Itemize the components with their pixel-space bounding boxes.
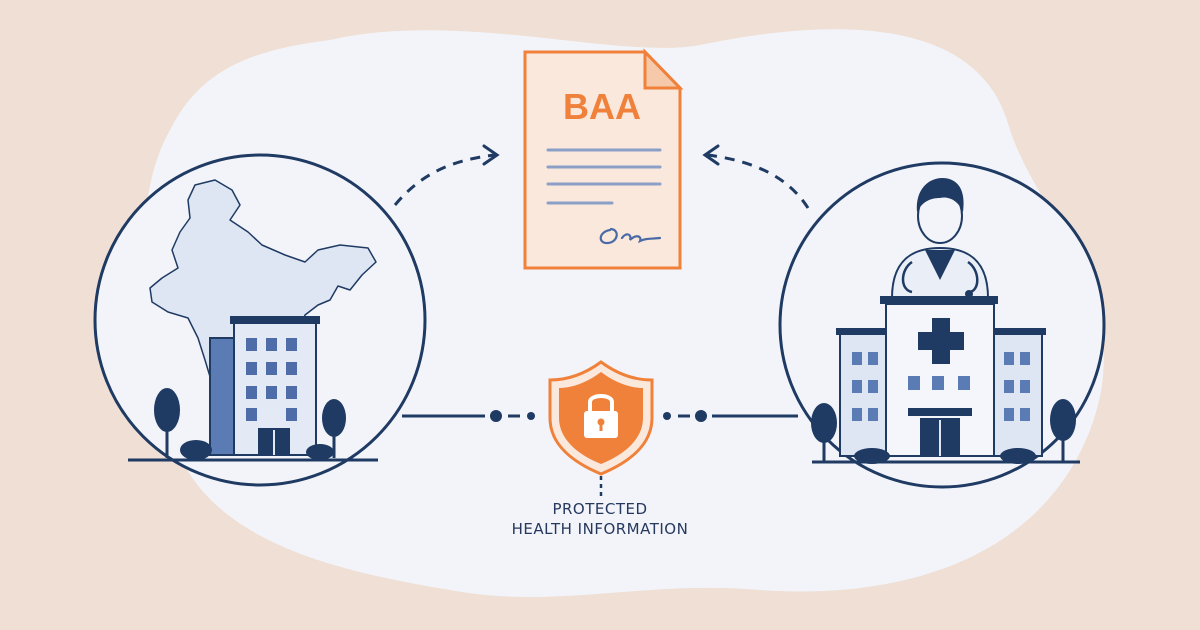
tree-icon	[1050, 399, 1076, 441]
baa-document: BAA	[523, 48, 684, 270]
phi-label-line2: HEALTH INFORMATION	[511, 520, 689, 538]
document-sheet	[523, 50, 682, 270]
connection-dot	[527, 412, 535, 420]
doctor-icon	[890, 178, 990, 299]
bush-icon	[306, 444, 334, 460]
stethoscope-icon	[901, 260, 979, 294]
document-fold	[643, 48, 684, 90]
hospital-left-wing	[839, 333, 889, 457]
doctor-hair	[916, 178, 964, 212]
hospital-wing-roof	[990, 328, 1046, 335]
medical-cross-icon	[918, 318, 964, 364]
lock-keyhole	[597, 418, 605, 426]
phi-label-line1: PROTECTED	[552, 500, 648, 518]
hospital-right-wing	[993, 333, 1043, 457]
office-building-roof	[230, 316, 320, 324]
shield-lock-icon	[548, 360, 654, 476]
bush-icon	[854, 448, 890, 464]
hospital-roof	[880, 296, 998, 304]
bush-icon	[180, 440, 212, 460]
doctor-shirt	[925, 250, 955, 280]
bush-icon	[1000, 448, 1036, 464]
right-node	[778, 161, 1106, 489]
tree-icon	[811, 403, 837, 443]
signature-icon	[599, 227, 662, 245]
connection-dot	[663, 412, 671, 420]
connection-dot	[490, 410, 502, 422]
left-arrow-head	[482, 144, 500, 166]
tree-icon	[154, 388, 180, 432]
left-dashed-arrow	[393, 153, 496, 206]
office-windows	[246, 338, 297, 421]
hospital-wing-roof	[836, 328, 892, 335]
hospital-entrance-canopy	[908, 408, 972, 416]
hospital-windows	[852, 352, 1030, 421]
left-node	[93, 153, 427, 487]
tree-icon	[322, 399, 346, 437]
connection-dot	[695, 410, 707, 422]
right-arrow-head	[702, 144, 720, 166]
lock-keyhole-slot	[599, 423, 603, 431]
document-title: BAA	[563, 86, 641, 127]
lock-shackle	[588, 394, 614, 412]
